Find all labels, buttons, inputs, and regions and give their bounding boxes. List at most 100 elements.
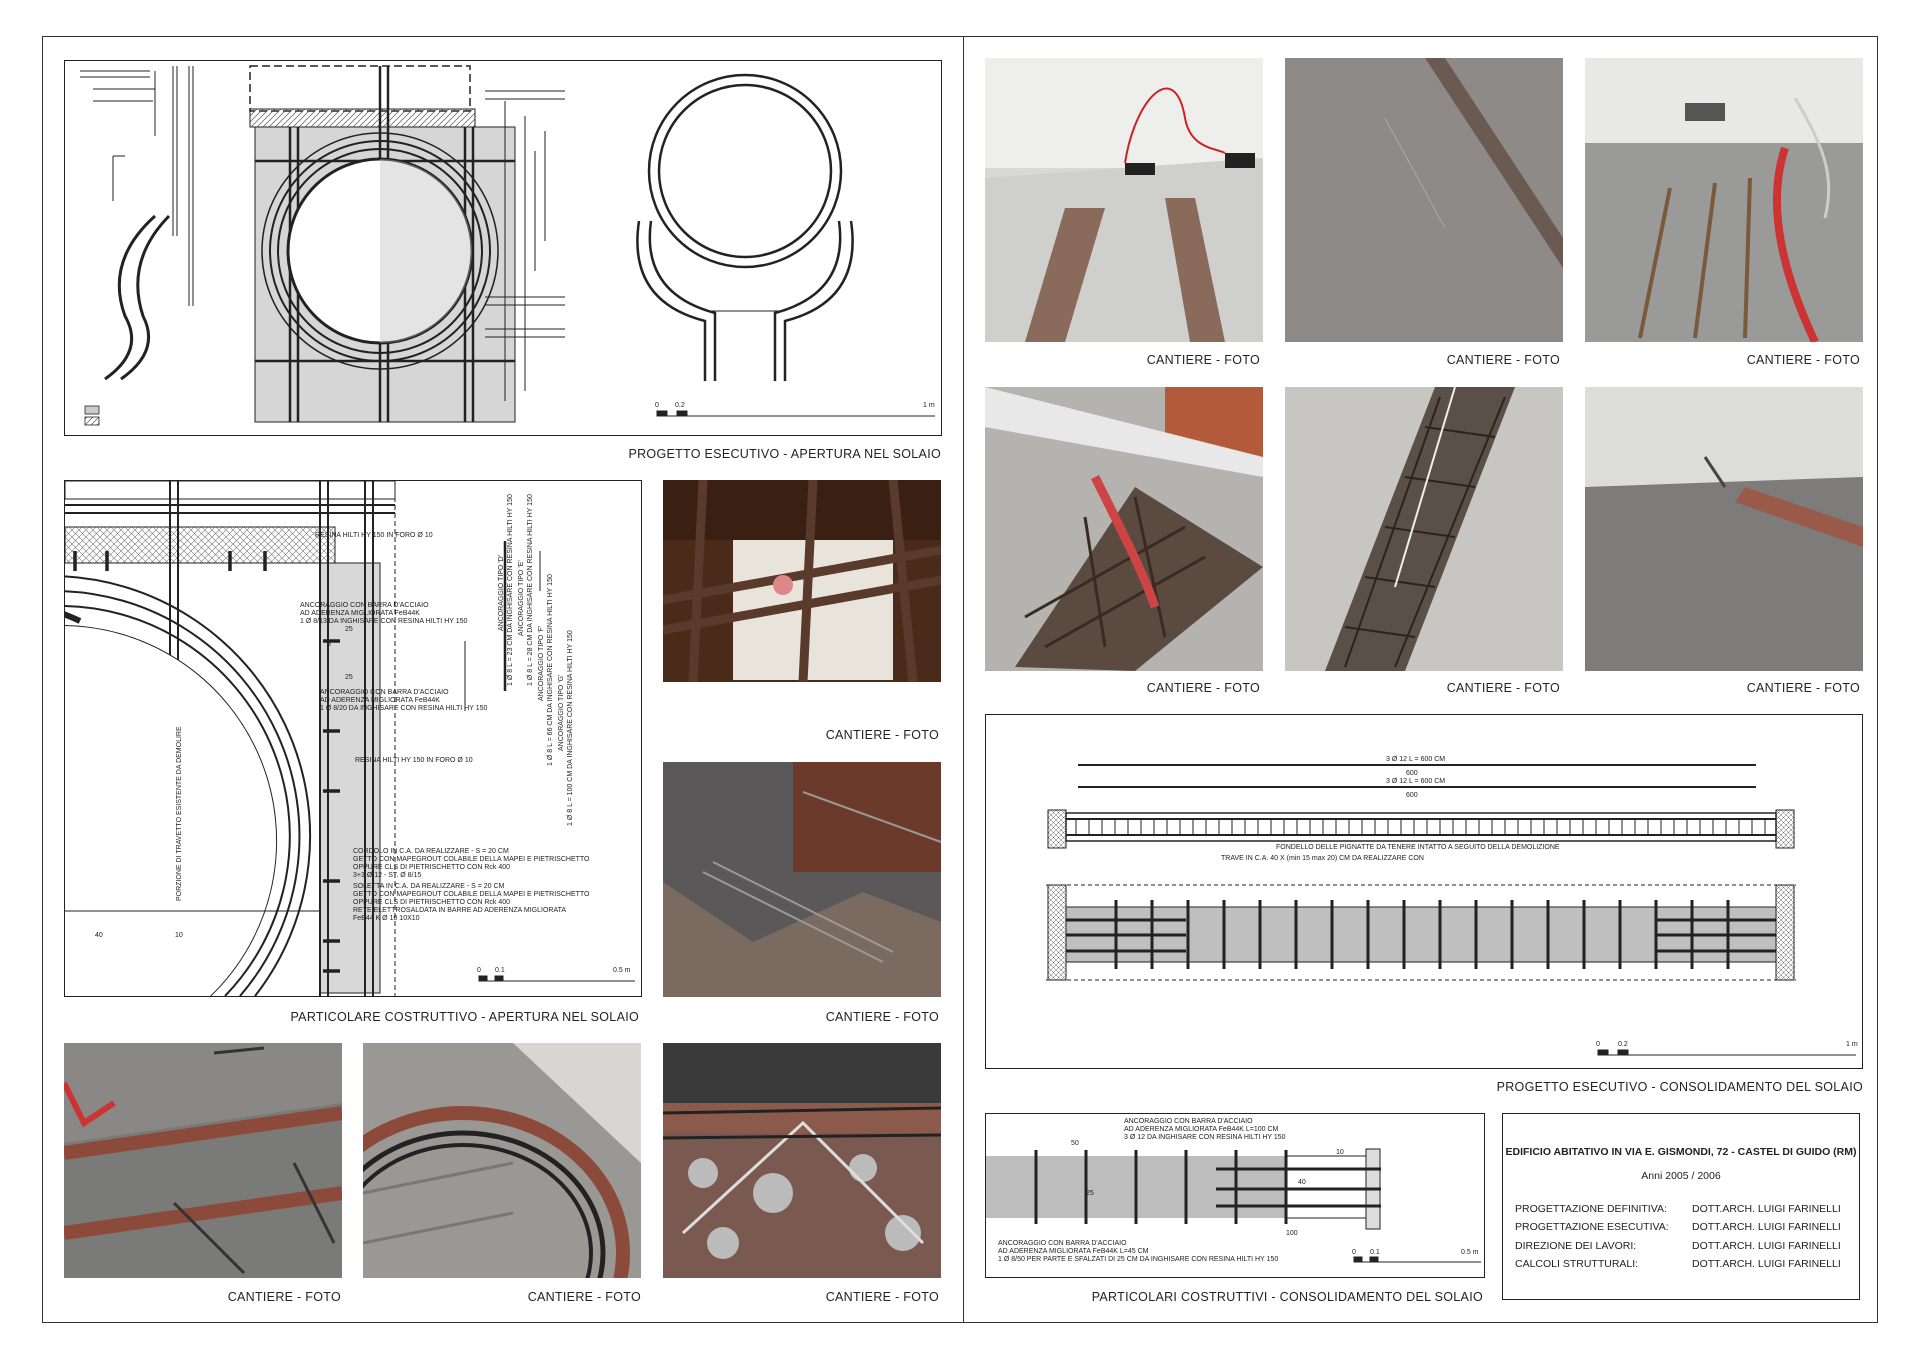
- detail-scale-01: 0.1: [495, 967, 505, 974]
- consolidation-plan-svg: 3 Ø 12 L = 600 CM 600 3 Ø 12 L = 600 CM …: [1046, 756, 1858, 1056]
- bd-n3: 3 Ø 12 DA INGHISARE CON RESINA HILTI HY …: [1124, 1134, 1286, 1141]
- dim-40: 40: [95, 932, 103, 939]
- opening-detail-svg: RESINA HILTI HY 150 IN FORO Ø 10 ANCORAG…: [65, 481, 635, 996]
- site-photo-5: [663, 1043, 941, 1278]
- caption-photo-4: CANTIERE - FOTO: [527, 1290, 641, 1304]
- caption-consolidation-detail: PARTICOLARI COSTRUTTIVI - CONSOLIDAMENTO…: [1091, 1290, 1483, 1304]
- top-scale-0: 0: [655, 402, 659, 409]
- caption-photo-3: CANTIERE - FOTO: [227, 1290, 341, 1304]
- credit-row: PROGETTAZIONE ESECUTIVA: DOTT.ARCH. LUIG…: [1515, 1221, 1849, 1233]
- note-tipo-f: ANCORAGGIO TIPO 'F': [538, 626, 545, 701]
- dim-10: 10: [175, 932, 183, 939]
- caption-photo-5: CANTIERE - FOTO: [825, 1290, 939, 1304]
- note-vertical-travetto: PORZIONE DI TRAVETTO ESISTENTE DA DEMOLI…: [176, 726, 183, 901]
- site-photo-3: [64, 1043, 342, 1278]
- detail-scale-0: 0: [477, 967, 481, 974]
- caption-photo-11: CANTIERE - FOTO: [1746, 681, 1860, 695]
- note-sol3: OPPURE CLS DI PIETRISCHETTO CON Rck 400: [353, 899, 510, 906]
- note-sol1: SOLETTA IN C.A. DA REALIZZARE - S = 20 C…: [353, 883, 505, 890]
- site-photo-6: [985, 58, 1263, 342]
- caption-photo-10: CANTIERE - FOTO: [1446, 681, 1560, 695]
- note-tipo-d: ANCORAGGIO TIPO 'D': [498, 555, 505, 631]
- bd-scale-05: 0.5 m: [1461, 1249, 1479, 1256]
- credit-value: DOTT.ARCH. LUIGI FARINELLI: [1692, 1203, 1841, 1215]
- site-photo-9: [985, 387, 1263, 671]
- bd-n6: 1 Ø 8/50 PER PARTE E SFALZATI DI 25 CM D…: [998, 1256, 1278, 1263]
- note-anc1c: 1 Ø 8/13 DA INGHISARE CON RESINA HILTI H…: [300, 618, 468, 625]
- note-cord3: OPPURE CLS DI PIETRISCHETTO CON Rck 400: [353, 864, 510, 871]
- beam-top-4: 600: [1406, 792, 1418, 799]
- credit-row: CALCOLI STRUTTURALI: DOTT.ARCH. LUIGI FA…: [1515, 1258, 1849, 1270]
- caption-photo-2: CANTIERE - FOTO: [825, 1010, 939, 1024]
- bd-scale-01: 0.1: [1370, 1249, 1380, 1256]
- site-photo-1: [663, 480, 941, 682]
- sheet-divider: [963, 36, 964, 1323]
- beam-top-3: 3 Ø 12 L = 600 CM: [1386, 778, 1445, 785]
- caption-photo-8: CANTIERE - FOTO: [1746, 353, 1860, 367]
- beam-scale-02: 0.2: [1618, 1041, 1628, 1048]
- note-tipo-e-b: 1 Ø 8 L = 28 CM DA INGHISARE CON RESINA …: [527, 494, 534, 686]
- opening-plan-svg: 0 0.2 1 m: [80, 65, 935, 426]
- bd-n5: AD ADERENZA MIGLIORATA FeB44K L=45 CM: [998, 1248, 1149, 1255]
- sheet-frame: [42, 36, 1878, 1323]
- site-photo-2: [663, 762, 941, 997]
- caption-photo-7: CANTIERE - FOTO: [1446, 353, 1560, 367]
- note-anc1b: AD ADERENZA MIGLIORATA FeB44K: [300, 610, 420, 617]
- caption-consolidation-plan: PROGETTO ESECUTIVO - CONSOLIDAMENTO DEL …: [1496, 1080, 1863, 1094]
- title-block: EDIFICIO ABITATIVO IN VIA E. GISMONDI, 7…: [1502, 1113, 1860, 1300]
- beam-top-1: 3 Ø 12 L = 600 CM: [1386, 756, 1445, 763]
- beam-scale-1m: 1 m: [1846, 1041, 1858, 1048]
- note-sol4: RETE ELETTROSALDATA IN BARRE AD ADERENZA…: [353, 907, 566, 914]
- bd-scale-0: 0: [1352, 1249, 1356, 1256]
- site-photo-4: [363, 1043, 641, 1278]
- note-anc1a: ANCORAGGIO CON BARRA D'ACCIAIO: [300, 602, 429, 609]
- note-tipo-f-b: 1 Ø 8 L = 66 CM DA INGHISARE CON RESINA …: [547, 574, 554, 766]
- bd-d50: 50: [1071, 1140, 1079, 1147]
- consolidation-detail-svg: ANCORAGGIO CON BARRA D'ACCIAIO AD ADEREN…: [986, 1118, 1481, 1263]
- drawing-opening-plan: 0 0.2 1 m: [64, 60, 942, 436]
- bd-d40: 40: [1298, 1179, 1306, 1186]
- site-photo-10: [1285, 387, 1563, 671]
- bd-d25: 25: [1086, 1190, 1094, 1197]
- note-cord1: CORDOLO IN C.A. DA REALIZZARE - S = 20 C…: [353, 848, 509, 855]
- dim-25b: 25: [345, 674, 353, 681]
- project-title: EDIFICIO ABITATIVO IN VIA E. GISMONDI, 7…: [1505, 1146, 1857, 1158]
- note-anc2b: AD ADERENZA MIGLIORATA FeB44K: [320, 697, 440, 704]
- note-sol5: FeB44 K Ø 10 10X10: [353, 915, 420, 922]
- bd-n4: ANCORAGGIO CON BARRA D'ACCIAIO: [998, 1240, 1127, 1247]
- top-scale-1m: 1 m: [923, 402, 935, 409]
- credit-row: DIREZIONE DEI LAVORI: DOTT.ARCH. LUIGI F…: [1515, 1240, 1849, 1252]
- note-anc2a: ANCORAGGIO CON BARRA D'ACCIAIO: [320, 689, 449, 696]
- bd-n2: AD ADERENZA MIGLIORATA FeB44K L=100 CM: [1124, 1126, 1279, 1133]
- beam-trave: TRAVE IN C.A. 40 X (min 15 max 20) CM DA…: [1221, 855, 1424, 862]
- beam-top-2: 600: [1406, 770, 1418, 777]
- credit-value: DOTT.ARCH. LUIGI FARINELLI: [1692, 1258, 1841, 1270]
- top-scale-02: 0.2: [675, 402, 685, 409]
- site-photo-7: [1285, 58, 1563, 342]
- caption-photo-1: CANTIERE - FOTO: [825, 728, 939, 742]
- note-resina-2: RESINA HILTI HY 150 IN FORO Ø 10: [355, 757, 473, 764]
- beam-fondello: FONDELLO DELLE PIGNATTE DA TENERE INTATT…: [1276, 844, 1560, 851]
- credit-value: DOTT.ARCH. LUIGI FARINELLI: [1692, 1221, 1841, 1233]
- detail-scale-05: 0.5 m: [613, 967, 631, 974]
- note-tipo-g-b: 1 Ø 8 L = 100 CM DA INGHISARE CON RESINA…: [567, 630, 574, 826]
- credit-label: DIREZIONE DEI LAVORI:: [1515, 1240, 1637, 1252]
- note-sol2: GETTO CON MAPEGROUT COLABILE DELLA MAPEI…: [353, 891, 590, 898]
- credit-row: PROGETTAZIONE DEFINITIVA: DOTT.ARCH. LUI…: [1515, 1203, 1849, 1215]
- note-cord2: GETTO CON MAPEGROUT COLABILE DELLA MAPEI…: [353, 856, 590, 863]
- site-photo-8: [1585, 58, 1863, 342]
- note-tipo-d-b: 1 Ø 8 L = 23 CM DA INGHISARE CON RESINA …: [507, 494, 514, 686]
- note-tipo-e: ANCORAGGIO TIPO 'E': [518, 560, 525, 636]
- drawing-opening-detail: RESINA HILTI HY 150 IN FORO Ø 10 ANCORAG…: [64, 480, 642, 997]
- drawing-consolidation-detail: ANCORAGGIO CON BARRA D'ACCIAIO AD ADEREN…: [985, 1113, 1485, 1278]
- caption-opening-plan: PROGETTO ESECUTIVO - APERTURA NEL SOLAIO: [628, 447, 941, 461]
- bd-d100: 100: [1286, 1230, 1298, 1237]
- note-resina-1: RESINA HILTI HY 150 IN FORO Ø 10: [315, 532, 433, 539]
- credit-label: CALCOLI STRUTTURALI:: [1515, 1258, 1639, 1270]
- drawing-consolidation-plan: 3 Ø 12 L = 600 CM 600 3 Ø 12 L = 600 CM …: [985, 714, 1863, 1069]
- note-anc2c: 1 Ø 8/20 DA INGHISARE CON RESINA HILTI H…: [320, 705, 488, 712]
- caption-photo-9: CANTIERE - FOTO: [1146, 681, 1260, 695]
- bd-d10: 10: [1336, 1149, 1344, 1156]
- beam-scale-0: 0: [1596, 1041, 1600, 1048]
- note-cord4: 3+3 Ø 12 - ST. Ø 8/15: [353, 872, 421, 879]
